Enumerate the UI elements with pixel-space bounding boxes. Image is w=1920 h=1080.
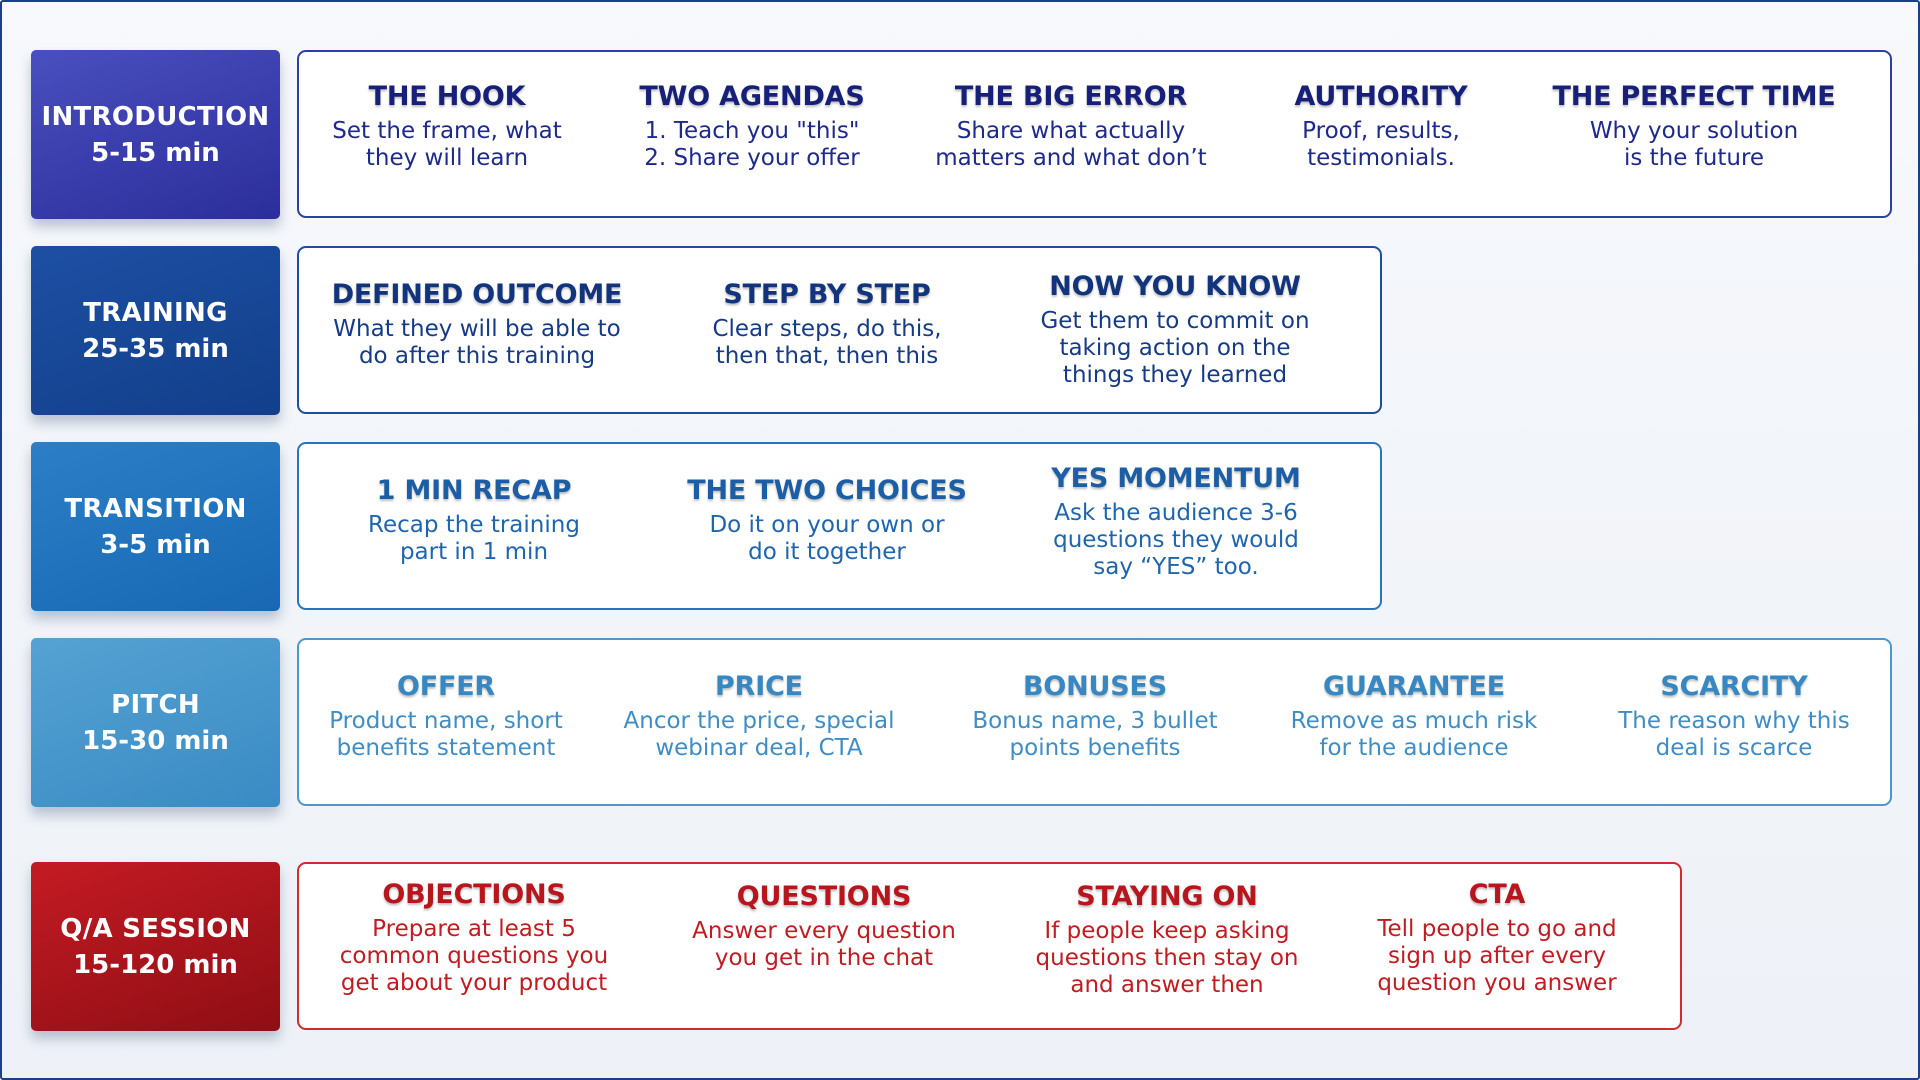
step-title: BONUSES bbox=[1023, 671, 1167, 702]
step-the-two-choices: THE TWO CHOICES Do it on your own or do … bbox=[667, 474, 987, 566]
row-qa-session: Q/A SESSION 15-120 min OBJECTIONS Prepar… bbox=[2, 862, 1920, 1032]
section-name: PITCH bbox=[111, 689, 200, 720]
step-staying-on: STAYING ON If people keep asking questio… bbox=[1007, 880, 1327, 999]
step-description: Clear steps, do this, then that, then th… bbox=[712, 316, 942, 369]
step-two-agendas: TWO AGENDAS 1. Teach you "this" 2. Share… bbox=[592, 80, 912, 172]
section-duration: 15-30 min bbox=[82, 725, 229, 756]
step-price: PRICE Ancor the price, special webinar d… bbox=[599, 670, 919, 762]
section-panel-qa-session: OBJECTIONS Prepare at least 5 common que… bbox=[297, 862, 1682, 1030]
step-offer: OFFER Product name, short benefits state… bbox=[286, 670, 606, 762]
step-description: The reason why this deal is scarce bbox=[1618, 708, 1850, 761]
step-description: Answer every question you get in the cha… bbox=[692, 918, 956, 971]
step-title: SCARCITY bbox=[1660, 671, 1808, 702]
step-the-big-error: THE BIG ERROR Share what actually matter… bbox=[911, 80, 1231, 172]
step-description: What they will be able to do after this … bbox=[333, 316, 621, 369]
step-title: YES MOMENTUM bbox=[1051, 463, 1301, 494]
step-description: If people keep asking questions then sta… bbox=[1035, 918, 1299, 998]
step-description: Remove as much risk for the audience bbox=[1290, 708, 1538, 761]
step-1-min-recap: 1 MIN RECAP Recap the training part in 1… bbox=[314, 474, 634, 566]
step-description: Ask the audience 3-6 questions they woul… bbox=[1053, 500, 1299, 580]
step-scarcity: SCARCITY The reason why this deal is sca… bbox=[1574, 670, 1894, 762]
step-title: NOW YOU KNOW bbox=[1049, 271, 1301, 302]
step-title: STEP BY STEP bbox=[723, 279, 931, 310]
section-name: Q/A SESSION bbox=[60, 913, 251, 944]
step-description: Why your solution is the future bbox=[1589, 118, 1799, 171]
section-label-introduction: INTRODUCTION 5-15 min bbox=[31, 50, 280, 219]
step-description: Tell people to go and sign up after ever… bbox=[1377, 916, 1617, 996]
step-defined-outcome: DEFINED OUTCOME What they will be able t… bbox=[317, 278, 637, 370]
section-panel-pitch: OFFER Product name, short benefits state… bbox=[297, 638, 1892, 806]
step-title: OBJECTIONS bbox=[382, 879, 566, 910]
step-the-hook: THE HOOK Set the frame, what they will l… bbox=[287, 80, 607, 172]
section-duration: 15-120 min bbox=[73, 949, 238, 980]
step-authority: AUTHORITY Proof, results, testimonials. bbox=[1221, 80, 1541, 172]
section-panel-introduction: THE HOOK Set the frame, what they will l… bbox=[297, 50, 1892, 218]
section-panel-training: DEFINED OUTCOME What they will be able t… bbox=[297, 246, 1382, 414]
row-pitch: PITCH 15-30 min OFFER Product name, shor… bbox=[2, 638, 1920, 808]
step-description: Do it on your own or do it together bbox=[709, 512, 945, 565]
section-duration: 25-35 min bbox=[82, 333, 229, 364]
step-description: Bonus name, 3 bullet points benefits bbox=[972, 708, 1218, 761]
row-transition: TRANSITION 3-5 min 1 MIN RECAP Recap the… bbox=[2, 442, 1920, 612]
step-title: OFFER bbox=[396, 671, 496, 702]
section-name: TRAINING bbox=[83, 297, 228, 328]
step-objections: OBJECTIONS Prepare at least 5 common que… bbox=[314, 878, 634, 997]
section-duration: 3-5 min bbox=[100, 529, 211, 560]
step-description: Share what actually matters and what don… bbox=[935, 118, 1207, 171]
step-cta: CTA Tell people to go and sign up after … bbox=[1337, 878, 1657, 997]
step-now-you-know: NOW YOU KNOW Get them to commit on takin… bbox=[1015, 270, 1335, 389]
step-title: DEFINED OUTCOME bbox=[331, 279, 623, 310]
step-title: THE PERFECT TIME bbox=[1552, 81, 1836, 112]
row-training: TRAINING 25-35 min DEFINED OUTCOME What … bbox=[2, 246, 1920, 416]
section-name: INTRODUCTION bbox=[41, 101, 270, 132]
section-panel-transition: 1 MIN RECAP Recap the training part in 1… bbox=[297, 442, 1382, 610]
step-description: Proof, results, testimonials. bbox=[1302, 118, 1460, 171]
step-title: CTA bbox=[1468, 879, 1526, 910]
section-name: TRANSITION bbox=[64, 493, 247, 524]
step-guarantee: GUARANTEE Remove as much risk for the au… bbox=[1254, 670, 1574, 762]
step-title: GUARANTEE bbox=[1323, 671, 1505, 702]
step-title: THE BIG ERROR bbox=[954, 81, 1188, 112]
step-description: Set the frame, what they will learn bbox=[332, 118, 562, 171]
section-label-qa-session: Q/A SESSION 15-120 min bbox=[31, 862, 280, 1031]
step-bonuses: BONUSES Bonus name, 3 bullet points bene… bbox=[935, 670, 1255, 762]
section-duration: 5-15 min bbox=[91, 137, 220, 168]
step-title: STAYING ON bbox=[1076, 881, 1258, 912]
step-description: Get them to commit on taking action on t… bbox=[1040, 308, 1310, 388]
step-title: THE HOOK bbox=[368, 81, 526, 112]
step-description: Prepare at least 5 common questions you … bbox=[339, 916, 609, 996]
step-title: QUESTIONS bbox=[736, 881, 912, 912]
step-description: Ancor the price, special webinar deal, C… bbox=[623, 708, 895, 761]
section-label-transition: TRANSITION 3-5 min bbox=[31, 442, 280, 611]
step-questions: QUESTIONS Answer every question you get … bbox=[664, 880, 984, 972]
step-step-by-step: STEP BY STEP Clear steps, do this, then … bbox=[667, 278, 987, 370]
step-title: AUTHORITY bbox=[1294, 81, 1468, 112]
step-description: Product name, short benefits statement bbox=[329, 708, 563, 761]
section-label-pitch: PITCH 15-30 min bbox=[31, 638, 280, 807]
step-title: TWO AGENDAS bbox=[639, 81, 865, 112]
section-label-training: TRAINING 25-35 min bbox=[31, 246, 280, 415]
step-title: THE TWO CHOICES bbox=[687, 475, 967, 506]
step-description: 1. Teach you "this" 2. Share your offer bbox=[644, 118, 860, 171]
step-description: Recap the training part in 1 min bbox=[368, 512, 580, 565]
row-introduction: INTRODUCTION 5-15 min THE HOOK Set the f… bbox=[2, 50, 1920, 220]
step-title: PRICE bbox=[715, 671, 803, 702]
step-yes-momentum: YES MOMENTUM Ask the audience 3-6 questi… bbox=[1016, 462, 1336, 581]
step-title: 1 MIN RECAP bbox=[376, 475, 572, 506]
step-the-perfect-time: THE PERFECT TIME Why your solution is th… bbox=[1534, 80, 1854, 172]
